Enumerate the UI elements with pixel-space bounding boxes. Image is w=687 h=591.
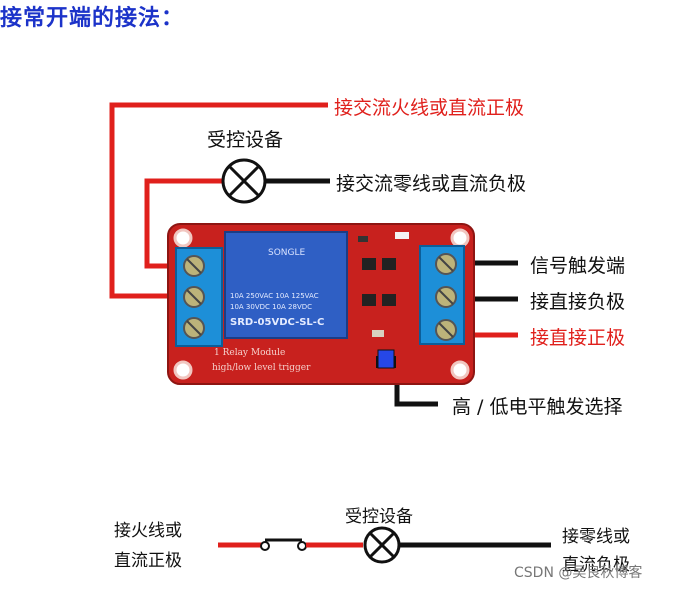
transistor xyxy=(362,294,376,306)
label-neutral-or-negative: 接交流零线或直流负极 xyxy=(336,173,527,195)
relay-model: SRD-05VDC-SL-C xyxy=(230,317,325,328)
mount-hole xyxy=(450,228,470,248)
label-controlled-device: 受控设备 xyxy=(207,129,284,151)
transistor xyxy=(382,294,396,306)
right-terminal-block xyxy=(419,245,465,345)
bottom-label-right-2: 直流负极 xyxy=(562,555,630,575)
left-terminal-block xyxy=(175,247,223,347)
board-line-1: 1 Relay Module xyxy=(214,348,286,358)
mount-hole xyxy=(173,228,193,248)
page-title: 接常开端的接法： xyxy=(0,6,185,31)
relay-spec-1: 10A 250VAC 10A 125VAC xyxy=(230,292,319,300)
mount-hole xyxy=(173,360,193,380)
label-direct-positive: 接直接正极 xyxy=(530,327,626,349)
bottom-label-device: 受控设备 xyxy=(345,507,413,527)
relay-module xyxy=(167,223,475,385)
live-wire xyxy=(109,102,328,299)
lamp-supply-wire xyxy=(144,178,222,269)
transistor xyxy=(382,258,396,270)
label-direct-negative: 接直接负极 xyxy=(530,291,626,313)
led xyxy=(395,232,409,239)
switch-icon xyxy=(260,538,307,551)
relay-body xyxy=(224,231,348,339)
bottom-label-right-1: 接零线或 xyxy=(562,527,630,547)
resistor xyxy=(358,236,368,242)
bottom-lamp-icon xyxy=(363,526,401,564)
label-trigger-select: 高 / 低电平触发选择 xyxy=(452,396,623,418)
transistor xyxy=(362,258,376,270)
lamp-icon xyxy=(221,158,267,204)
jumper-cap xyxy=(377,349,395,369)
label-live-or-positive: 接交流火线或直流正极 xyxy=(334,97,525,119)
bottom-label-left-1: 接火线或 xyxy=(114,521,182,541)
label-signal-trigger: 信号触发端 xyxy=(530,255,626,277)
mount-hole xyxy=(450,360,470,380)
watermark: CSDN @吴良秋博客 xyxy=(514,565,643,581)
relay-brand: SONGLE xyxy=(268,248,306,258)
board-line-2: high/low level trigger xyxy=(212,363,311,373)
capacitor xyxy=(372,330,384,337)
relay-spec-2: 10A 30VDC 10A 28VDC xyxy=(230,303,313,311)
bottom-label-left-2: 直流正极 xyxy=(114,551,182,571)
